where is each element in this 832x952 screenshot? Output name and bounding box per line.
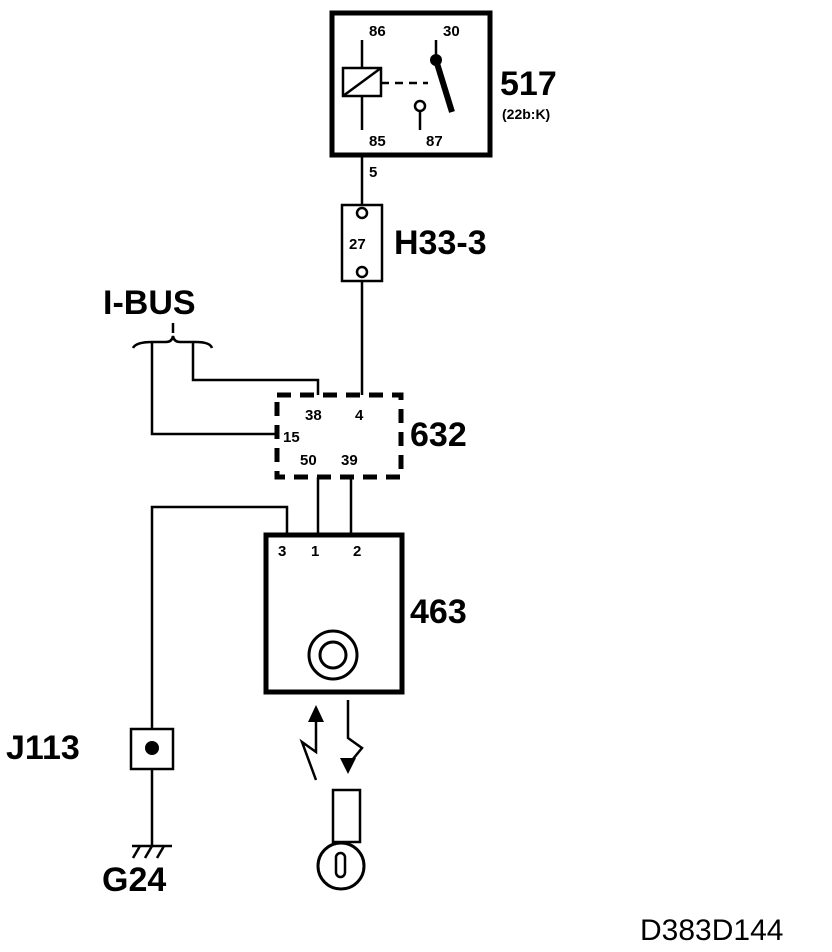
drawing-id: D383D144 (640, 914, 783, 947)
module-pin-50: 50 (300, 452, 317, 469)
wire-5-label: 5 (369, 164, 377, 181)
unit-pin-1: 1 (311, 543, 319, 560)
relay-pin-86: 86 (369, 23, 386, 40)
contact-87-icon (413, 99, 427, 113)
ibus-label: I-BUS (103, 284, 196, 322)
unit-pin-3: 3 (278, 543, 286, 560)
ignition-unit-463: 3 1 2 463 (263, 532, 467, 695)
junction-box (129, 727, 175, 771)
connector-pin: 27 (349, 236, 366, 253)
relay-box (329, 10, 493, 158)
connector-h33-3: 27 H33-3 (340, 203, 487, 283)
junction-dot-icon (145, 741, 159, 755)
wire-ibus-15 (150, 342, 277, 436)
ibus-brace-icon (131, 335, 214, 349)
relay-pin-87: 87 (426, 133, 443, 150)
unit-pin-2: 2 (353, 543, 361, 560)
control-module-box (274, 392, 404, 480)
i-bus: I-BUS (103, 284, 320, 436)
ignition-key-icon (316, 788, 366, 891)
wire-3-to-j113 (150, 505, 289, 729)
control-module-632: 38 4 15 50 39 632 (274, 392, 467, 480)
signal-arrows-icon (299, 700, 364, 781)
module-pin-38: 38 (305, 407, 322, 424)
ground-g24: G24 (102, 844, 172, 899)
relay-note: (22b:K) (502, 106, 550, 122)
relay-517: 86 30 85 87 517 (22b:K) (329, 10, 557, 158)
ignition-unit-label: 463 (410, 593, 467, 631)
module-pin-39: 39 (341, 452, 358, 469)
junction-label: J113 (6, 729, 80, 767)
module-pin-15: 15 (283, 429, 300, 446)
relay-pin-30: 30 (443, 23, 460, 40)
connector-label: H33-3 (394, 224, 487, 262)
junction-j113: J113 (6, 727, 175, 771)
wire-ibus-38 (191, 342, 320, 395)
ignition-unit-box (263, 532, 405, 695)
module-pin-4: 4 (355, 407, 364, 424)
relay-label: 517 (500, 65, 557, 103)
ground-label: G24 (102, 861, 166, 899)
relay-pin-85: 85 (369, 133, 386, 150)
control-module-label: 632 (410, 416, 467, 454)
